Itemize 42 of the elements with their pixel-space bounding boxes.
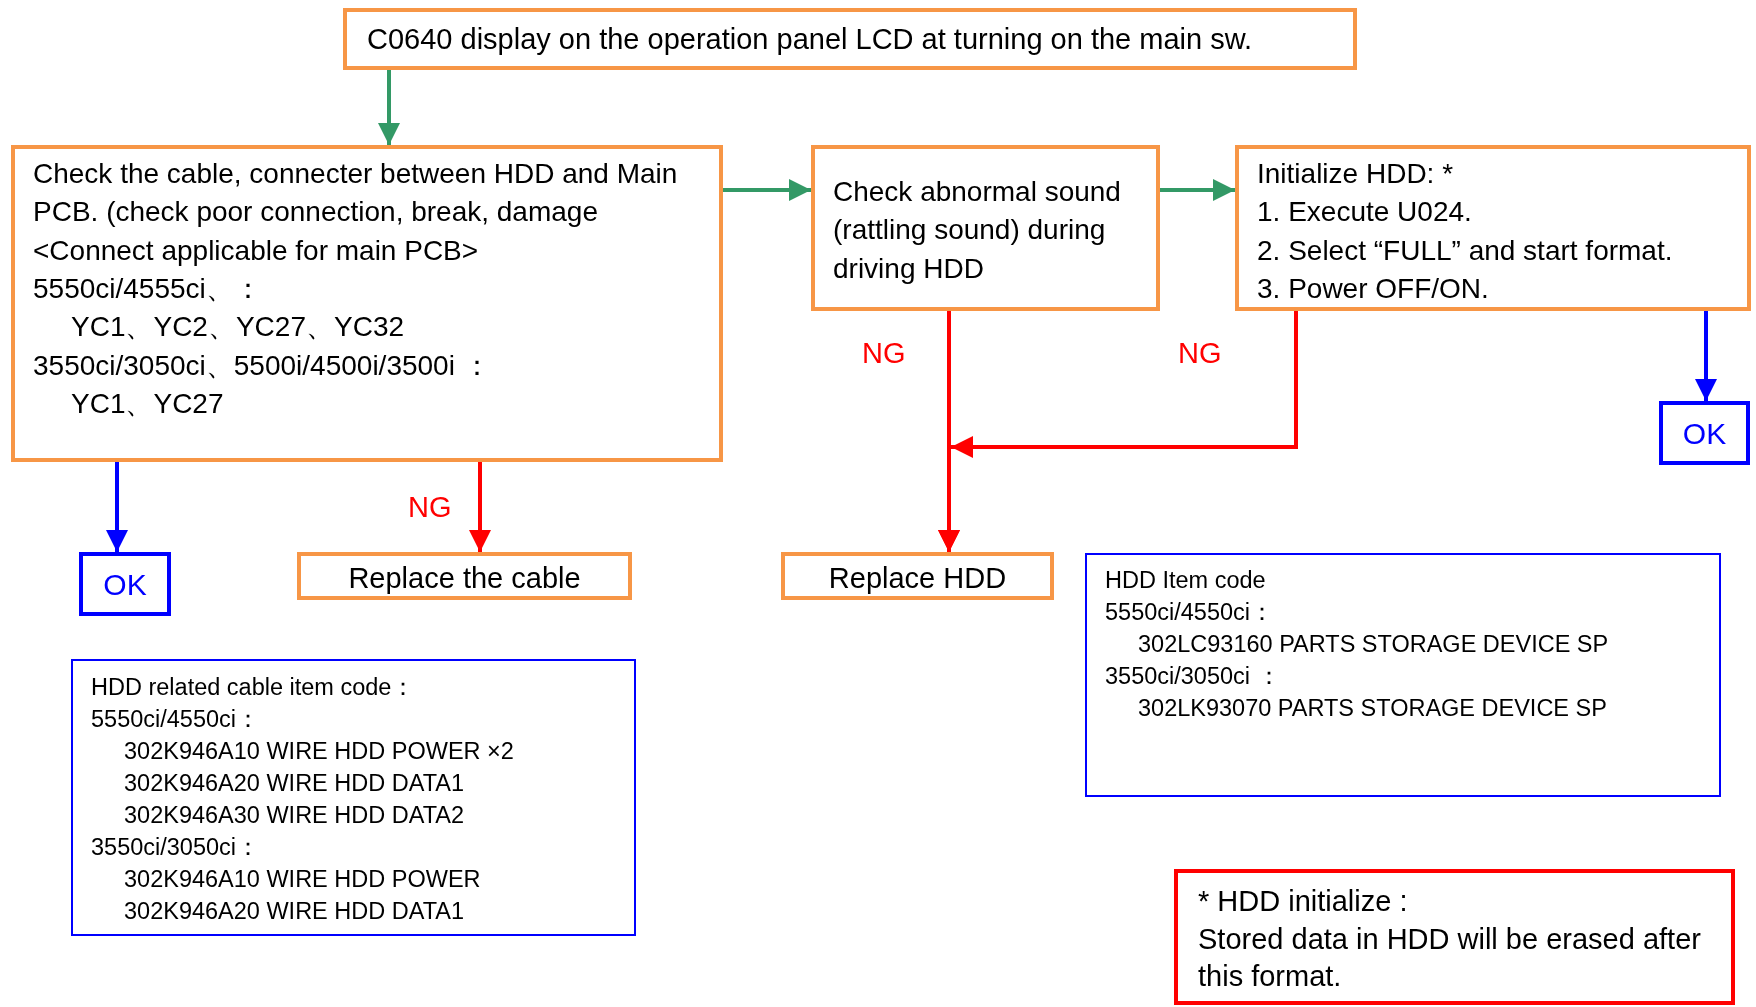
node-text: 2. Select “FULL” and start format. xyxy=(1257,233,1674,268)
node-text: <Connect applicable for main PCB> xyxy=(33,233,480,268)
node-text: 302LC93160 PARTS STORAGE DEVICE SP xyxy=(1137,629,1610,659)
node-text: 3550ci/3050ci、5500i/4500i/3500i ： xyxy=(33,348,492,383)
node-text: C0640 display on the operation panel LCD at turning on the main sw. xyxy=(367,22,1254,57)
node-text: OK xyxy=(102,570,148,600)
node-text: 5550ci/4550ci： xyxy=(91,704,262,734)
node-text: HDD related cable item code： xyxy=(91,673,417,702)
process-box xyxy=(1235,145,1751,311)
note-box xyxy=(1085,553,1721,797)
node-text: 5550ci/4550ci： xyxy=(1105,597,1276,627)
process-box xyxy=(781,552,1054,600)
node-text: Replace HDD xyxy=(827,564,1008,593)
node-text: 302K946A10 WIRE HDD POWER ×2 xyxy=(123,736,515,766)
result-box xyxy=(79,552,171,616)
node-text: Check abnormal sound (rattling sound) during driving HDD xyxy=(833,175,1122,286)
node-text: 302K946A10 WIRE HDD POWER xyxy=(123,864,482,894)
node-text: Replace the cable xyxy=(347,564,582,593)
node-text: 302K946A20 WIRE HDD DATA1 xyxy=(123,896,465,926)
result-box xyxy=(1659,401,1750,465)
process-box xyxy=(297,552,632,600)
node-text: 5550ci/4555ci、： xyxy=(33,272,263,307)
note-box xyxy=(1174,869,1735,1005)
node-text: YC1、YC27 xyxy=(70,387,225,422)
node-text: 3. Power OFF/ON. xyxy=(1257,272,1490,307)
node-text: HDD Item code xyxy=(1105,566,1267,595)
node-text: Initialize HDD: * xyxy=(1257,157,1455,191)
node-text: Check the cable, connecter between HDD and Main PCB. (check poor connection, break, damage xyxy=(33,157,679,230)
node-text: YC1、YC2、YC27、YC32 xyxy=(70,310,406,345)
process-box xyxy=(811,145,1160,311)
node-text: 3550ci/3050ci ： xyxy=(1105,661,1282,691)
note-box xyxy=(71,659,636,936)
node-text: 1. Execute U024. xyxy=(1257,195,1473,230)
node-text: 302K946A30 WIRE HDD DATA2 xyxy=(123,800,465,830)
node-text: Stored data in HDD will be erased after this format. xyxy=(1198,921,1702,995)
node-text: * HDD initialize : xyxy=(1198,884,1409,919)
node-text: 3550ci/3050ci： xyxy=(91,832,262,862)
node-text: OK xyxy=(1681,419,1728,449)
process-box xyxy=(11,145,723,462)
node-text: 302LK93070 PARTS STORAGE DEVICE SP xyxy=(1137,693,1608,723)
node-text: 302K946A20 WIRE HDD DATA1 xyxy=(123,768,465,798)
process-box xyxy=(343,8,1357,70)
